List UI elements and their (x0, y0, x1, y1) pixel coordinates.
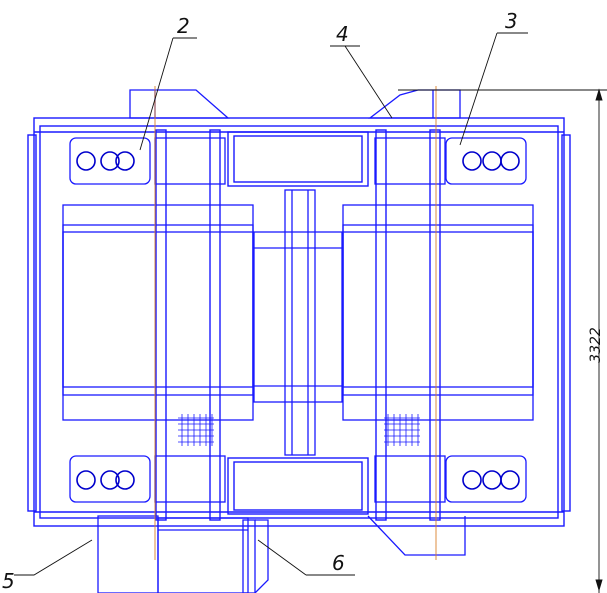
callout-2: 2 (177, 14, 190, 38)
callout-3: 3 (505, 9, 518, 33)
bearing-housings (69, 137, 527, 503)
center-beam (253, 189, 343, 456)
dimension-label: 3322 (588, 327, 604, 363)
center-axes (154, 86, 437, 560)
callout-4: 4 (336, 22, 349, 46)
main-frame (27, 117, 571, 527)
bottom-plate (227, 457, 369, 515)
top-brackets (129, 89, 461, 119)
dimension-line (398, 88, 607, 593)
drum-right (342, 204, 534, 421)
mesh-right (384, 414, 420, 446)
bolt-heads (76, 151, 520, 490)
top-plate (227, 131, 369, 187)
callout-6: 6 (332, 551, 345, 575)
callout-5: 5 (2, 569, 15, 593)
bottom-chute (97, 515, 466, 593)
vertical-rails (155, 129, 441, 521)
mesh-left (178, 414, 214, 446)
drum-left (62, 204, 254, 421)
leader-lines (14, 32, 528, 576)
